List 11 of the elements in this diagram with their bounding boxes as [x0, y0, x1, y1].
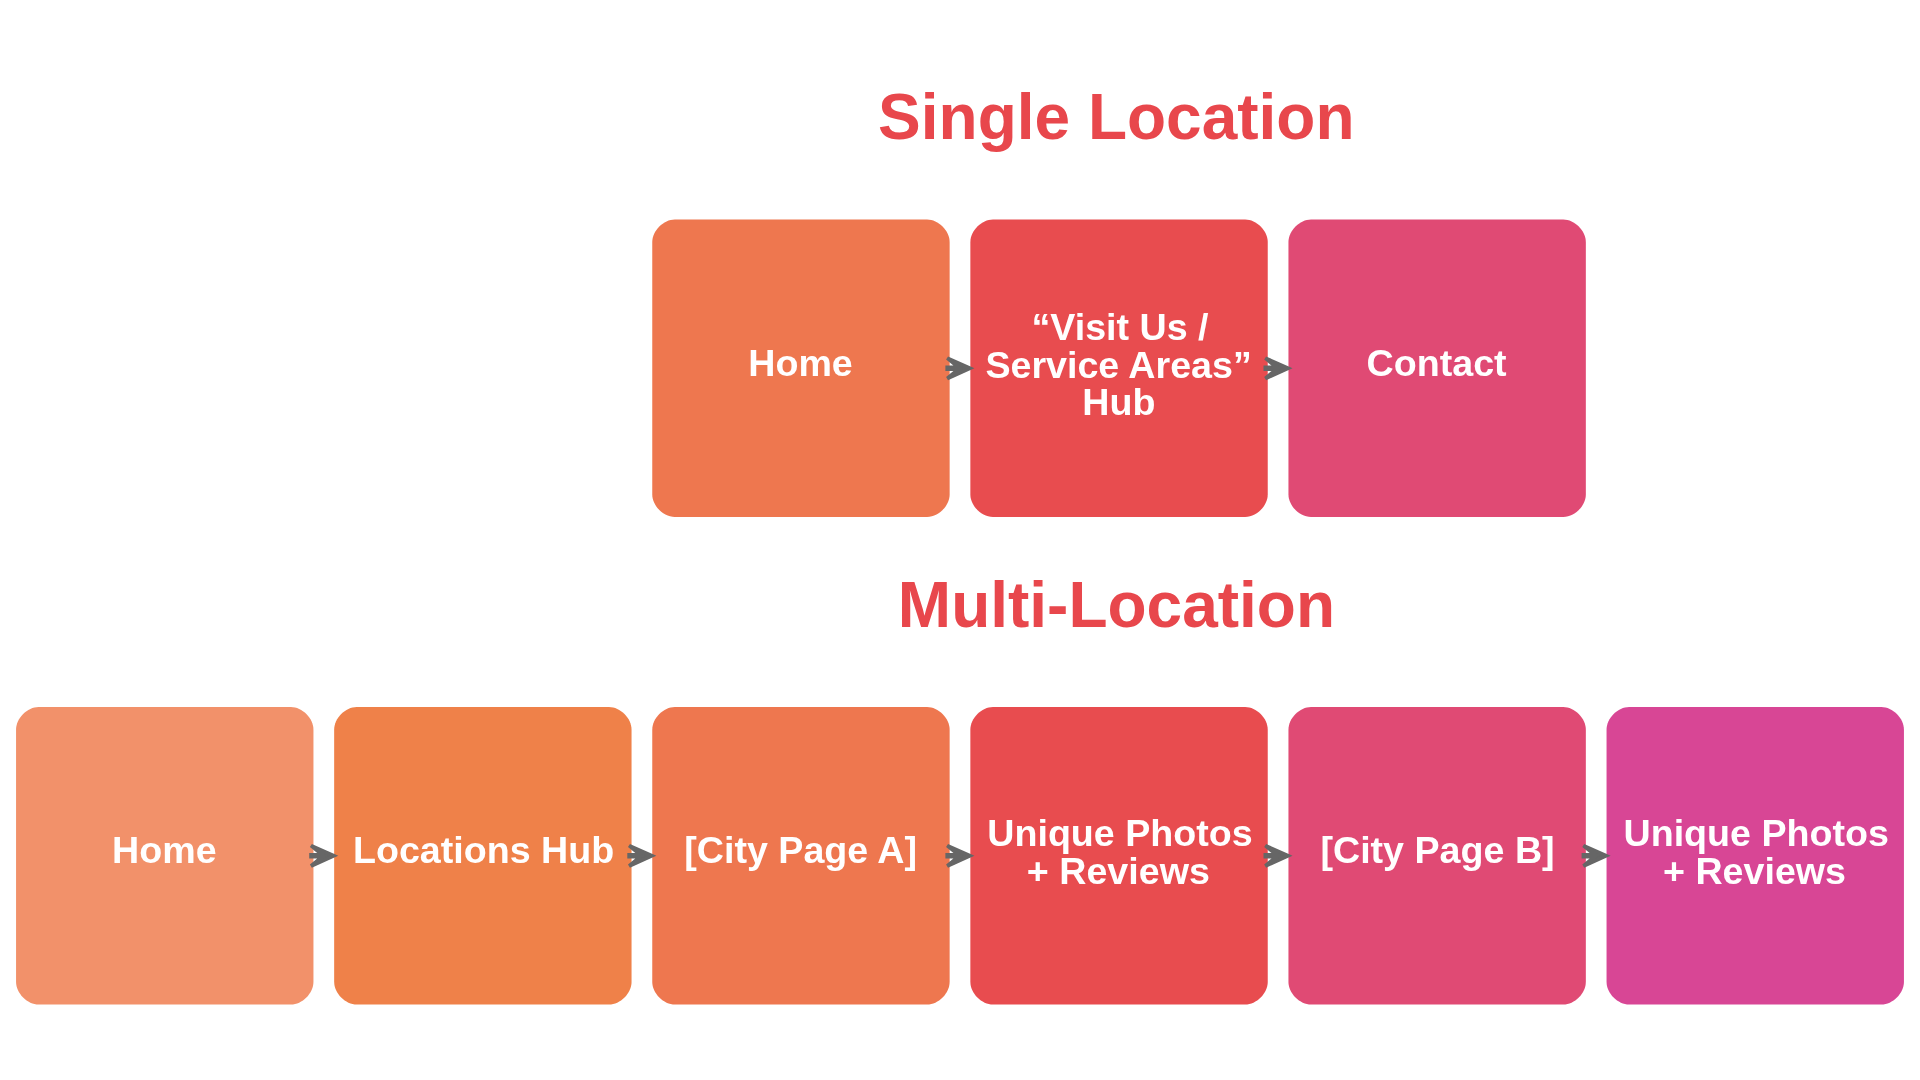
arrow [627, 843, 654, 868]
label: Multi-Location [897, 568, 1336, 641]
arrow [309, 843, 336, 868]
node-box: Unique Photos + Reviews [1606, 706, 1904, 1004]
arrow [1263, 355, 1290, 380]
arrow [945, 843, 972, 868]
arrow [1263, 843, 1290, 868]
node-box: Contact [1288, 219, 1586, 517]
label: Single Location [878, 80, 1355, 153]
arrow [945, 355, 972, 380]
arrow [1581, 843, 1608, 868]
